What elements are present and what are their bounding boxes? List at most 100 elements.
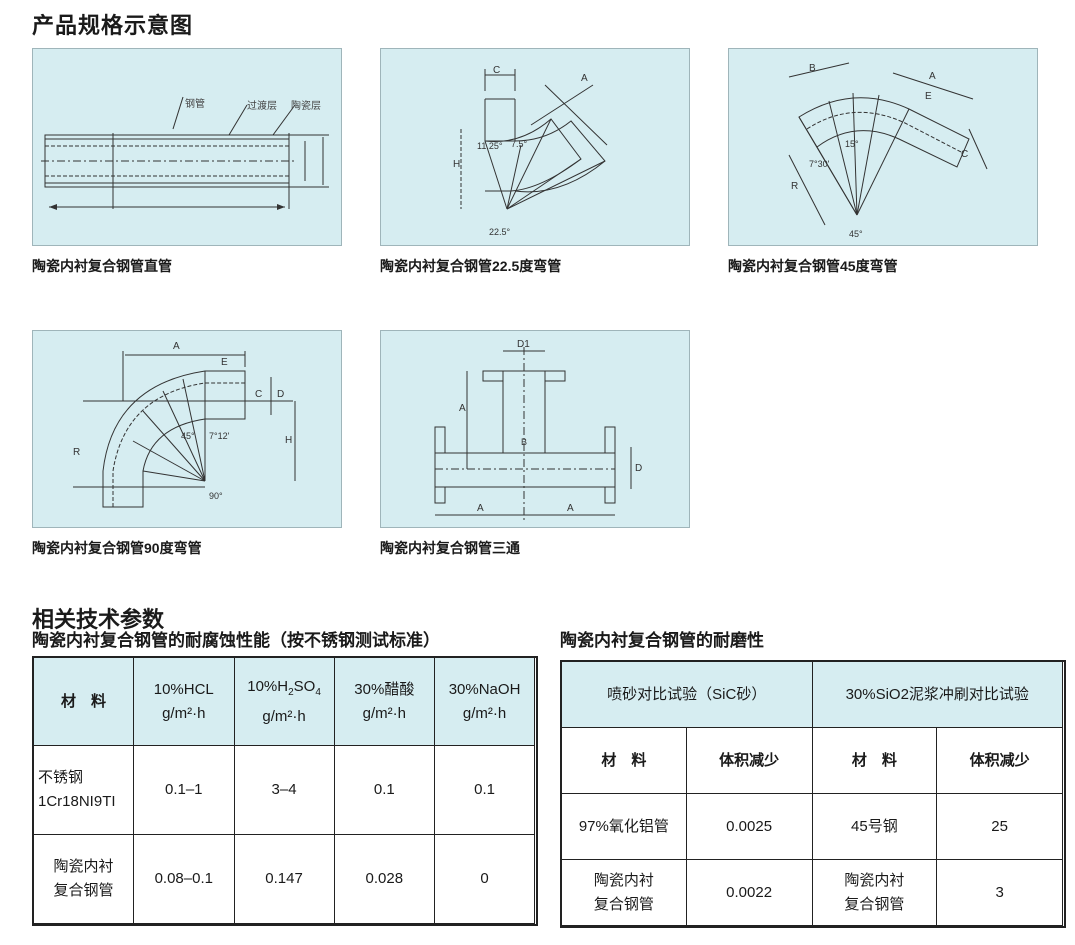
- label-angle1: 7°30': [809, 159, 830, 169]
- label-angle1: 11.25°: [477, 141, 503, 151]
- value-cell: 0.1–1: [132, 745, 235, 835]
- label-a-left: A: [477, 503, 484, 514]
- material-line1: 陶瓷内衬: [593, 871, 654, 889]
- label-angle1: 45°: [181, 431, 195, 441]
- label-b: B: [809, 63, 816, 74]
- material-cell: 45号钢: [811, 793, 938, 860]
- material-line2: 复合钢管: [53, 882, 114, 899]
- label-d: D: [277, 389, 284, 400]
- h2so4-sub2: 4: [315, 686, 321, 698]
- caption-bend45: 陶瓷内衬复合钢管45度弯管: [728, 258, 898, 274]
- wear-table: 喷砂对比试验（SiC砂） 30%SiO2泥浆冲刷对比试验 材 料 体积减少 材 …: [561, 661, 1064, 926]
- label-a-vertical: A: [459, 403, 466, 414]
- label-d: D: [635, 463, 642, 474]
- label-angle3: 22.5°: [489, 227, 511, 237]
- corrosion-header-material: 材 料: [33, 657, 134, 746]
- tee-drawing: D1 A A A D B: [434, 339, 642, 521]
- table-row: 不锈钢 1Cr18NI9TI 0.1–1 3–4 0.1 0.1: [33, 745, 535, 835]
- material-cell: 97%氧化铝管: [561, 793, 687, 860]
- label-transition: 过渡层: [247, 99, 277, 112]
- section-title-params: 相关技术参数: [32, 607, 165, 632]
- label-ceramic: 陶瓷层: [291, 99, 321, 112]
- label-angle3: 45°: [849, 229, 863, 239]
- material-cell: 陶瓷内衬 复合钢管: [561, 859, 687, 926]
- wear-header-material-1: 材 料: [561, 727, 687, 794]
- header-acetic-unit: g/m²·h: [362, 704, 406, 722]
- wear-table-title: 陶瓷内衬复合钢管的耐磨性: [560, 631, 764, 650]
- caption-bend22: 陶瓷内衬复合钢管22.5度弯管: [380, 258, 562, 274]
- h2so4-part2: SO: [293, 677, 316, 695]
- material-cell: 陶瓷内衬 复合钢管: [33, 834, 134, 924]
- material-line1: 不锈钢: [38, 769, 84, 786]
- wear-group-sio2: 30%SiO2泥浆冲刷对比试验: [811, 661, 1064, 728]
- material-line1: 陶瓷内衬: [53, 858, 114, 875]
- section-title-diagrams: 产品规格示意图: [32, 13, 194, 38]
- material-cell: 不锈钢 1Cr18NI9TI: [33, 745, 134, 835]
- label-angle3: 90°: [209, 491, 223, 501]
- label-c: C: [961, 149, 968, 160]
- table-row: 陶瓷内衬 复合钢管 0.0022 陶瓷内衬 复合钢管 3: [561, 859, 1063, 926]
- value-cell: 0.147: [233, 834, 335, 924]
- label-b: B: [521, 437, 527, 447]
- header-hcl-unit: g/m²·h: [162, 704, 206, 722]
- header-naoh-unit: g/m²·h: [462, 704, 507, 722]
- label-angle2: 15°: [845, 139, 859, 149]
- value-cell: 3–4: [233, 745, 335, 835]
- header-naoh-name: 30%NaOH: [448, 680, 521, 698]
- bend-22-drawing: C A 11.25° 7.5° 22.5° H: [453, 65, 608, 237]
- value-cell: 0.0022: [685, 859, 813, 926]
- wear-subheader-row: 材 料 体积减少 材 料 体积减少: [561, 727, 1063, 794]
- corrosion-header-h2so4: 10%H2SO4 g/m²·h: [233, 657, 335, 746]
- label-h: H: [285, 435, 292, 446]
- value-cell: 0.028: [333, 834, 436, 924]
- corrosion-header-naoh: 30%NaOH g/m²·h: [434, 657, 535, 746]
- material-line2: 1Cr18NI9TI: [38, 793, 116, 810]
- label-r: R: [791, 181, 798, 192]
- value-cell: 3: [936, 859, 1063, 926]
- corrosion-table-title: 陶瓷内衬复合钢管的耐腐蚀性能（按不锈钢测试标准）: [32, 631, 440, 650]
- corrosion-header-row: 材 料 10%HCL g/m²·h 10%H2SO4 g/m²·h 30%醋酸 …: [33, 657, 535, 746]
- label-h: H: [453, 159, 460, 170]
- label-angle2: 7.5°: [511, 139, 528, 149]
- caption-straight: 陶瓷内衬复合钢管直管: [32, 258, 172, 274]
- h2so4-sub1: 2: [288, 686, 294, 698]
- table-row: 97%氧化铝管 0.0025 45号钢 25: [561, 793, 1063, 860]
- value-cell: 0: [434, 834, 535, 924]
- diagram-straight-pipe: 钢管 过渡层 陶瓷层: [32, 48, 342, 246]
- straight-pipe-drawing: 钢管 过渡层 陶瓷层: [41, 96, 329, 210]
- label-angle2: 7°12': [209, 431, 230, 441]
- header-h2so4-name: 10%H2SO4: [239, 675, 330, 705]
- wear-group-sic: 喷砂对比试验（SiC砂）: [561, 661, 813, 728]
- diagram-tee: D1 A A A D B: [380, 330, 690, 528]
- label-c: C: [493, 65, 500, 76]
- label-steel: 钢管: [185, 97, 205, 110]
- value-cell: 0.1: [333, 745, 436, 835]
- value-cell: 0.08–0.1: [132, 834, 235, 924]
- diagram-bend-45: B A E C 7°30' 15° 45° R: [728, 48, 1038, 246]
- wear-header-volume-2: 体积减少: [936, 727, 1063, 794]
- header-hcl-name: 10%HCL: [153, 680, 214, 698]
- corrosion-header-hcl: 10%HCL g/m²·h: [132, 657, 235, 746]
- material-cell: 陶瓷内衬 复合钢管: [811, 859, 938, 926]
- label-e: E: [925, 91, 932, 102]
- value-cell: 0.1: [434, 745, 535, 835]
- material-line1: 陶瓷内衬: [844, 871, 905, 889]
- wear-header-material-2: 材 料: [811, 727, 938, 794]
- label-a: A: [173, 341, 180, 352]
- value-cell: 25: [936, 793, 1063, 860]
- header-h2so4-unit: g/m²·h: [262, 707, 306, 725]
- diagram-bend-22: C A 11.25° 7.5° 22.5° H: [380, 48, 690, 246]
- table-row: 陶瓷内衬 复合钢管 0.08–0.1 0.147 0.028 0: [33, 834, 535, 924]
- label-a-right: A: [567, 503, 574, 514]
- label-c: C: [255, 389, 262, 400]
- label-a: A: [581, 73, 588, 84]
- wear-header-volume-1: 体积减少: [685, 727, 813, 794]
- label-e: E: [221, 357, 228, 368]
- label-d1: D1: [517, 339, 530, 350]
- wear-group-row: 喷砂对比试验（SiC砂） 30%SiO2泥浆冲刷对比试验: [561, 661, 1064, 728]
- corrosion-header-acetic: 30%醋酸 g/m²·h: [333, 657, 436, 746]
- value-cell: 0.0025: [685, 793, 813, 860]
- bend-90-drawing: A E C D 45° 7°12' H R 90°: [73, 341, 296, 508]
- diagram-bend-90: A E C D 45° 7°12' H R 90°: [32, 330, 342, 528]
- header-acetic-name: 30%醋酸: [354, 680, 415, 698]
